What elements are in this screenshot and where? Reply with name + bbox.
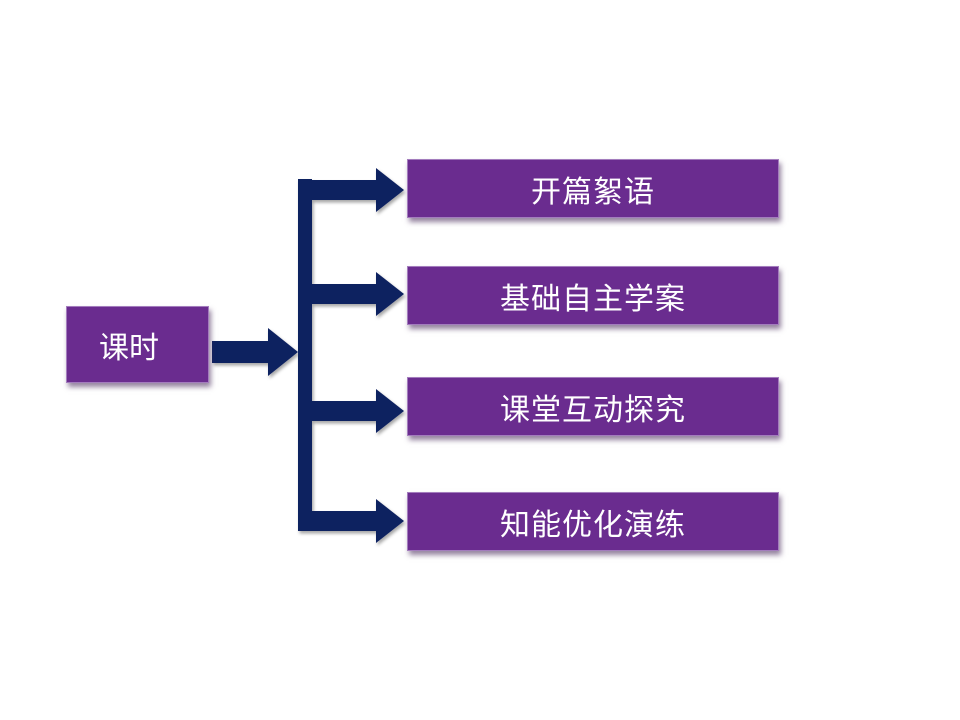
branch-arrow-1 bbox=[312, 272, 404, 316]
root-node: 课时 bbox=[66, 306, 209, 383]
branch-arrow-0 bbox=[312, 168, 404, 212]
node-item-label: 开篇絮语 bbox=[531, 174, 655, 210]
branch-arrow-2 bbox=[312, 389, 404, 433]
root-arrow bbox=[212, 328, 298, 376]
node-item: 知能优化演练 bbox=[407, 492, 779, 551]
node-item-label: 课堂互动探究 bbox=[500, 392, 686, 428]
node-item: 基础自主学案 bbox=[407, 266, 779, 325]
node-item-label: 基础自主学案 bbox=[500, 281, 686, 317]
branch-arrow-3 bbox=[312, 499, 404, 543]
node-item: 开篇絮语 bbox=[407, 159, 779, 218]
node-item-label: 知能优化演练 bbox=[500, 507, 686, 543]
vertical-connector-bar bbox=[298, 179, 312, 531]
root-node-label: 课时 bbox=[99, 330, 159, 366]
node-item: 课堂互动探究 bbox=[407, 377, 779, 436]
